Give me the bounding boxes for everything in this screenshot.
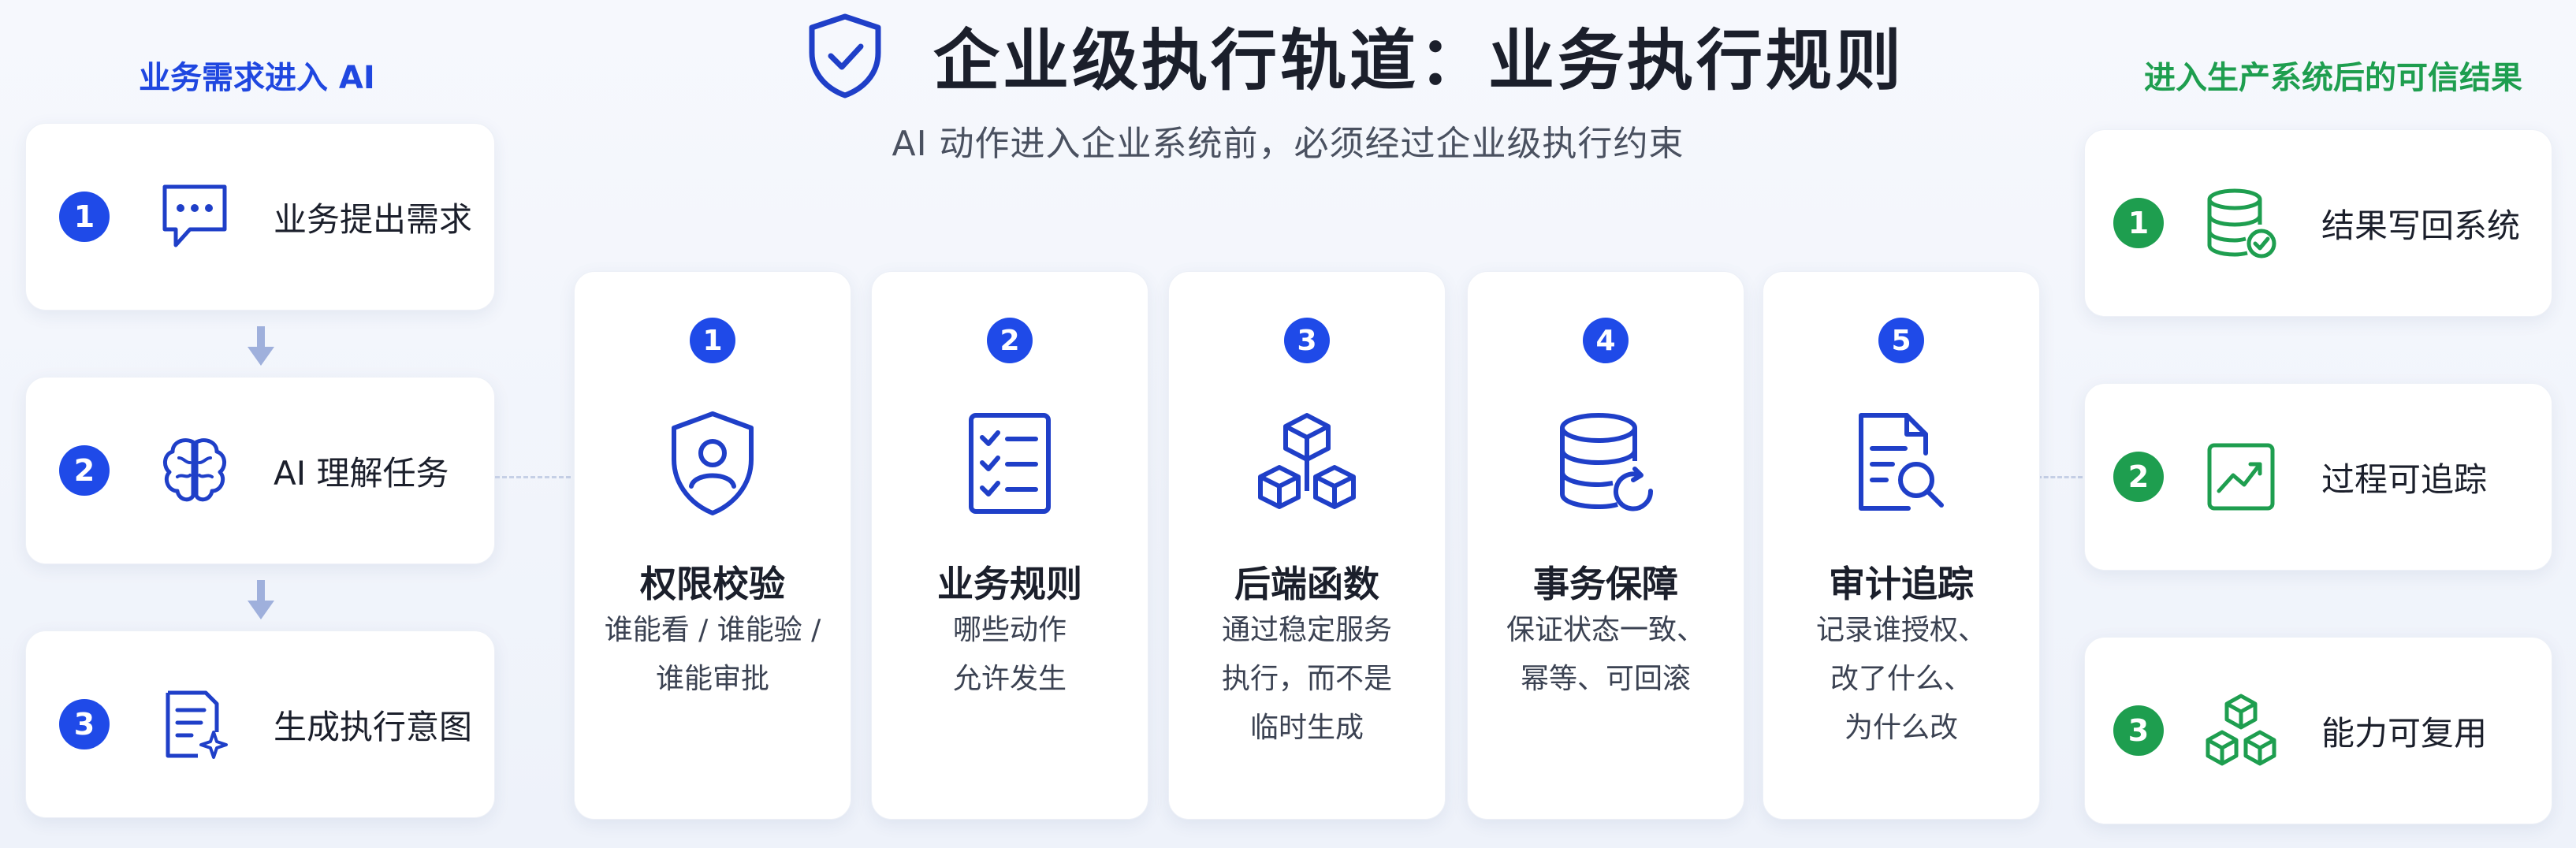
checklist-icon (969, 413, 1051, 514)
step-number-badge: 1 (59, 192, 110, 242)
step-number-badge: 5 (1878, 318, 1924, 363)
rule-card-2: 2 业务规则 哪些动作 允许发生 (871, 271, 1148, 820)
description-line: 执行，而不是 (1221, 663, 1392, 695)
result-card-1: 1 结果写回系统 (2084, 129, 2552, 317)
step-number-badge: 3 (1284, 318, 1330, 363)
result-label: 结果写回系统 (2321, 206, 2521, 245)
input-label: AI 理解任务 (274, 453, 449, 493)
cubes-icon (2202, 691, 2280, 770)
input-card-2: 2 AI 理解任务 (25, 377, 495, 564)
rule-title: 事务保障 (1533, 563, 1678, 605)
document-sparkle-icon (155, 685, 234, 764)
description-line: 通过稳定服务 (1221, 614, 1392, 646)
shield-user-icon (672, 411, 754, 515)
description-line: 保证状态一致、 (1506, 614, 1705, 646)
step-number-badge: 2 (59, 445, 110, 496)
step-number-badge: 2 (987, 318, 1033, 363)
database-refresh-icon (1560, 413, 1654, 511)
rule-card-1: 1 权限校验 谁能看 / 谁能验 / 谁能审批 (574, 271, 851, 820)
rule-title: 业务规则 (937, 563, 1082, 605)
description-line: 谁能看 / 谁能验 / (604, 614, 821, 646)
description-line: 为什么改 (1844, 712, 1958, 744)
rule-title: 审计追踪 (1829, 563, 1974, 605)
rule-description: 谁能看 / 谁能验 / 谁能审批 (594, 606, 832, 704)
right-heading: 进入生产系统后的可信结果 (2144, 60, 2522, 96)
trend-chart-icon (2202, 437, 2280, 516)
step-number-badge: 1 (2113, 198, 2164, 248)
description-line: 记录谁授权、 (1815, 614, 1986, 646)
rule-card-3: 3 后端函数 通过稳定服务 执行，而不是 临时生成 (1168, 271, 1446, 820)
input-label: 业务提出需求 (274, 199, 473, 239)
rule-description: 哪些动作 允许发生 (891, 606, 1129, 704)
down-arrow-icon (248, 580, 274, 619)
input-card-3: 3 生成执行意图 (25, 630, 495, 818)
rule-card-5: 5 审计追踪 记录谁授权、 改了什么、 为什么改 (1763, 271, 2040, 820)
result-label: 能力可复用 (2321, 713, 2488, 753)
step-number-badge: 1 (690, 318, 735, 363)
rule-title: 权限校验 (640, 563, 785, 605)
result-label: 过程可追踪 (2321, 459, 2488, 499)
rule-description: 通过稳定服务 执行，而不是 临时生成 (1188, 606, 1426, 753)
page-title: 企业级执行轨道：业务执行规则 (933, 21, 1905, 99)
description-line: 允许发生 (952, 663, 1067, 695)
step-number-badge: 4 (1583, 318, 1629, 363)
description-line: 幂等、可回滚 (1520, 663, 1691, 695)
left-heading: 业务需求进入 AI (139, 60, 375, 96)
step-number-badge: 3 (2113, 705, 2164, 756)
input-card-1: 1 业务提出需求 (25, 123, 495, 311)
description-line: 哪些动作 (952, 614, 1067, 646)
connector-left (495, 476, 571, 478)
document-search-icon (1859, 413, 1944, 511)
step-number-badge: 3 (59, 699, 110, 749)
description-line: 临时生成 (1249, 712, 1364, 744)
rule-description: 记录谁授权、 改了什么、 为什么改 (1782, 606, 2020, 753)
database-check-icon (2202, 184, 2280, 262)
rule-title: 后端函数 (1234, 563, 1379, 605)
title-block: 企业级执行轨道：业务执行规则 (804, 8, 1904, 102)
rule-card-4: 4 事务保障 保证状态一致、 幂等、可回滚 (1467, 271, 1744, 820)
connector-right (2037, 476, 2083, 478)
result-card-3: 3 能力可复用 (2084, 637, 2552, 824)
rule-description: 保证状态一致、 幂等、可回滚 (1487, 606, 1725, 704)
description-line: 改了什么、 (1830, 663, 1972, 695)
cubes-icon (1258, 413, 1356, 509)
brain-icon (155, 431, 234, 510)
chat-bubble-icon (155, 177, 234, 256)
step-number-badge: 2 (2113, 452, 2164, 502)
shield-check-icon (809, 13, 881, 99)
input-label: 生成执行意图 (274, 707, 473, 746)
description-line: 谁能审批 (655, 663, 769, 695)
down-arrow-icon (248, 326, 274, 366)
result-card-2: 2 过程可追踪 (2084, 383, 2552, 571)
page-subtitle: AI 动作进入企业系统前，必须经过企业级执行约束 (892, 124, 1684, 164)
